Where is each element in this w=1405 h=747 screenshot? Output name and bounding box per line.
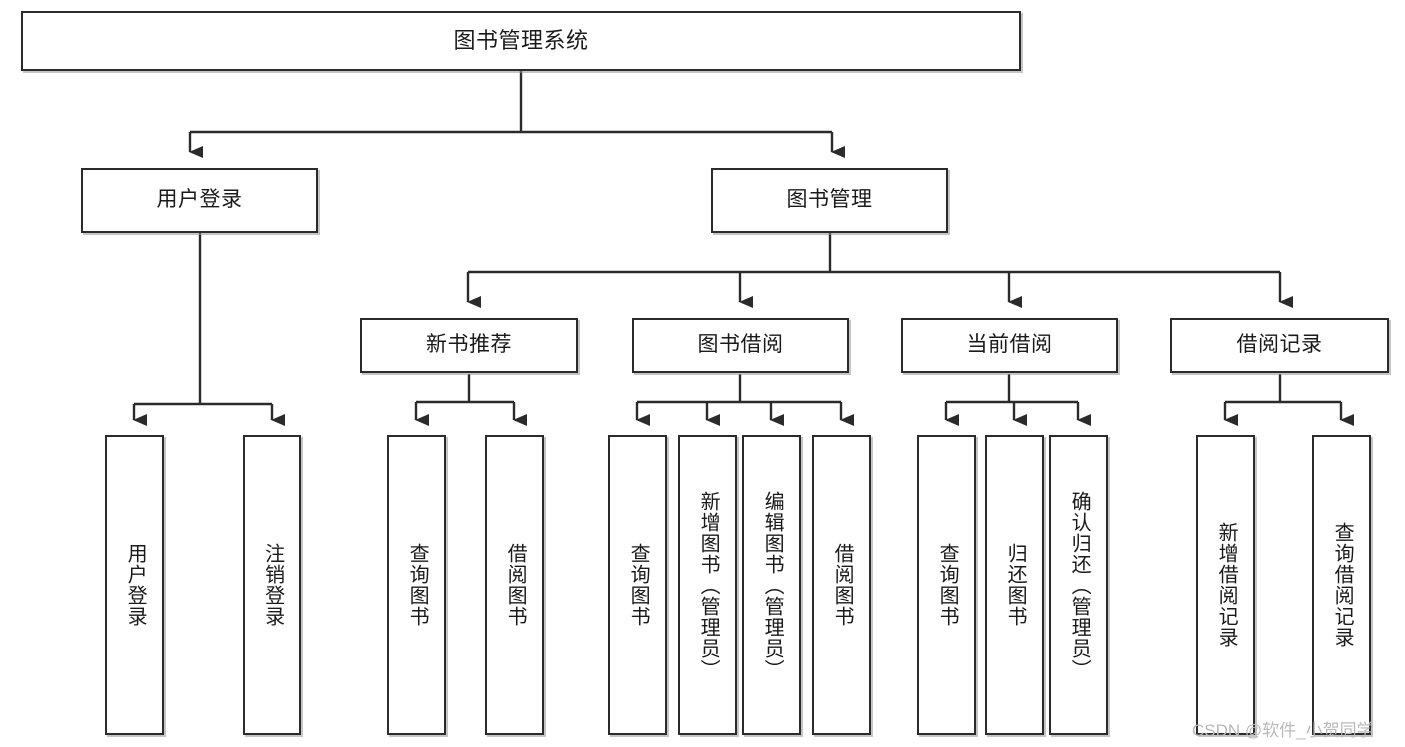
leaf-user-login-logout[interactable]: 注销登录 <box>243 435 301 735</box>
node-label: 确认归还（管理员） <box>1068 490 1091 680</box>
node-label: 用户登录 <box>156 188 243 212</box>
node-label: 借阅图书 <box>504 543 527 627</box>
node-label: 查询借阅记录 <box>1331 522 1354 648</box>
node-label: 图书管理 <box>786 188 873 212</box>
leaf-borrow-record-add-record[interactable]: 新增借阅记录 <box>1196 435 1255 735</box>
node-label: 图书借阅 <box>697 333 784 357</box>
node-current-borrow[interactable]: 当前借阅 <box>901 318 1118 373</box>
leaf-book-borrow-borrow-book[interactable]: 借阅图书 <box>812 435 871 735</box>
node-label: 归还图书 <box>1004 543 1027 627</box>
node-user-login[interactable]: 用户登录 <box>81 168 318 233</box>
leaf-book-borrow-edit-book-admin[interactable]: 编辑图书（管理员） <box>742 435 801 735</box>
node-label: 图书管理系统 <box>453 28 589 54</box>
leaf-new-book-borrow-book[interactable]: 借阅图书 <box>485 435 544 735</box>
node-label: 编辑图书（管理员） <box>761 490 784 680</box>
node-root-book-management-system[interactable]: 图书管理系统 <box>21 11 1021 71</box>
leaf-borrow-record-query-record[interactable]: 查询借阅记录 <box>1312 435 1371 735</box>
leaf-book-borrow-query-book[interactable]: 查询图书 <box>608 435 667 735</box>
node-label: 当前借阅 <box>966 333 1053 357</box>
leaf-current-borrow-return-book[interactable]: 归还图书 <box>985 435 1044 735</box>
leaf-book-borrow-add-book-admin[interactable]: 新增图书（管理员） <box>678 435 737 735</box>
node-label: 查询图书 <box>936 543 959 627</box>
node-label: 新增借阅记录 <box>1215 522 1238 648</box>
node-new-book-recommend[interactable]: 新书推荐 <box>360 318 578 373</box>
node-label: 查询图书 <box>627 543 650 627</box>
csdn-watermark: CSDN @软件_小贺同学 <box>1192 721 1374 740</box>
node-borrow-record[interactable]: 借阅记录 <box>1170 318 1389 373</box>
node-label: 新增图书（管理员） <box>697 490 720 680</box>
node-label: 借阅图书 <box>831 543 854 627</box>
leaf-new-book-query-book[interactable]: 查询图书 <box>387 435 446 735</box>
node-book-borrow[interactable]: 图书借阅 <box>632 318 849 373</box>
node-label: 用户登录 <box>124 543 147 627</box>
node-label: 借阅记录 <box>1236 333 1323 357</box>
node-label: 新书推荐 <box>426 333 512 357</box>
node-book-management[interactable]: 图书管理 <box>711 168 948 233</box>
leaf-user-login-login[interactable]: 用户登录 <box>105 435 164 735</box>
node-label: 查询图书 <box>406 543 429 627</box>
node-label: 注销登录 <box>261 543 284 627</box>
leaf-current-borrow-query-book[interactable]: 查询图书 <box>917 435 976 735</box>
leaf-current-borrow-confirm-return-admin[interactable]: 确认归还（管理员） <box>1049 435 1108 735</box>
